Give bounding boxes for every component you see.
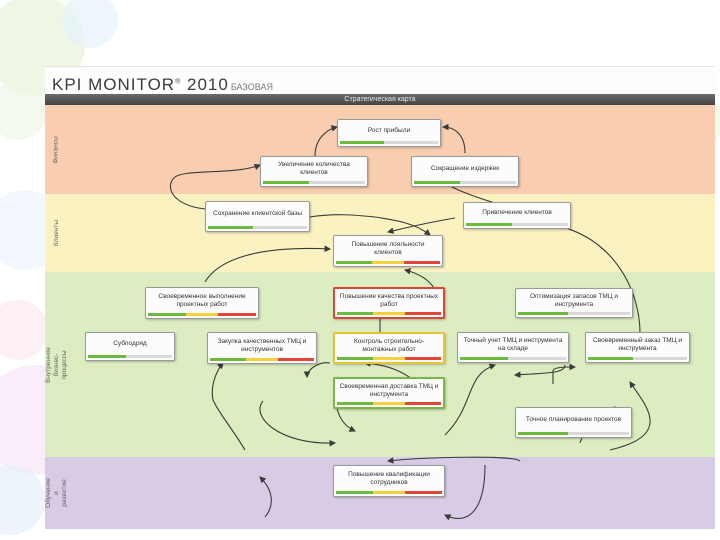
node-label: Рост прибыли	[367, 126, 411, 134]
node-zakupka-kachestvennyh[interactable]: Закупка качественных ТМЦ и инструментов	[207, 332, 317, 364]
kpi-segment-yellow	[373, 402, 405, 405]
node-svoevremenny-zakaz[interactable]: Своевременный заказ ТМЦ и инструмента	[585, 332, 690, 363]
node-label: Сохранение клиентской базы	[213, 210, 302, 217]
kpi-segment-green	[466, 223, 512, 226]
kpi-segment-green	[148, 313, 186, 316]
node-privlechenie-klientov[interactable]: Привлечение клиентов	[463, 202, 571, 229]
node-label: Привлечение клиентов	[482, 209, 552, 216]
node-label: Своевременный заказ ТМЦ и инструмента	[593, 337, 682, 352]
kpi-status-bar	[518, 312, 630, 315]
kpi-status-bar	[518, 432, 629, 435]
kpi-segment-green	[337, 312, 374, 315]
kpi-segment-red	[404, 491, 442, 494]
node-povyshenie-loyalnosti[interactable]: Повышение лояльности клиентов	[333, 235, 443, 267]
node-label: Сокращение издержек	[430, 165, 500, 172]
kpi-segment-green	[337, 402, 374, 405]
kpi-status-bar	[460, 357, 566, 360]
kpi-segment-green	[414, 181, 460, 184]
kpi-status-bar	[88, 355, 172, 358]
node-sohranenie-klientskoy-bazy[interactable]: Сохранение клиентской базы	[205, 201, 310, 232]
kpi-status-bar	[414, 181, 516, 184]
kpi-segment-yellow	[246, 358, 278, 361]
node-rost-pribyli[interactable]: Рост прибыли	[337, 119, 441, 147]
kpi-segment-green	[518, 432, 568, 435]
node-label: Увеличение количества клиентов	[278, 161, 350, 176]
kpi-segment-red	[404, 357, 441, 360]
node-label: Контроль строительно-монтажных работ	[354, 337, 424, 353]
kpi-status-bar	[208, 226, 307, 229]
kpi-status-bar	[588, 357, 687, 360]
node-povyshenie-kvalifikacii[interactable]: Повышение квалификации сотрудников	[333, 465, 445, 497]
node-sokraschenie-izderzhek[interactable]: Сокращение издержек	[411, 156, 519, 187]
kpi-segment-green	[263, 181, 309, 184]
node-optimizaciya-zapasov[interactable]: Оптимизация запасов ТМЦ и инструмента	[515, 288, 633, 318]
node-label: Своевременное выполнение проектных работ	[158, 292, 246, 308]
strategy-map-canvas: Финансы Клиенты Внутренние бизнес-процес…	[45, 105, 715, 529]
node-uvelichenie-klientov[interactable]: Увеличение количества клиентов	[260, 156, 368, 187]
node-label: Оптимизация запасов ТМЦ и инструмента	[529, 292, 619, 308]
kpi-status-bar	[263, 181, 365, 184]
kpi-segment-red	[218, 313, 256, 316]
kpi-segment-green	[340, 141, 385, 144]
node-label: Закупка качественных ТМЦ и инструментов	[217, 337, 307, 353]
node-label: Повышение квалификации сотрудников	[348, 470, 430, 486]
kpi-status-bar	[337, 402, 441, 405]
kpi-segment-green	[337, 357, 374, 360]
kpi-segment-yellow	[372, 261, 404, 264]
node-povyshenie-kachestva[interactable]: Повышение качества проектных работ	[333, 287, 445, 319]
node-label: Своевременная доставка ТМЦ и инструмента	[339, 382, 439, 398]
kpi-segment-red	[277, 358, 314, 361]
kpi-segment-yellow	[185, 313, 219, 316]
kpi-segment-yellow	[373, 312, 405, 315]
kpi-segment-red	[403, 261, 440, 264]
node-tochny-uchet[interactable]: Точный учет ТМЦ и инструмента на складе	[457, 332, 569, 363]
node-svoevremennoe-vypolnenie[interactable]: Своевременное выполнение проектных работ	[145, 287, 259, 319]
node-label: Повышение качества проектных работ	[339, 292, 439, 308]
node-label: Точный учет ТМЦ и инструмента на складе	[463, 337, 563, 352]
node-label: Точное планирование проектов	[525, 416, 622, 423]
kpi-segment-red	[404, 402, 441, 405]
kpi-segment-red	[404, 312, 441, 315]
kpi-status-bar	[337, 357, 441, 360]
edition-label: БАЗОВАЯ	[230, 82, 273, 92]
node-label: Субподряд	[113, 340, 147, 347]
strategy-map-tab[interactable]: Стратегическая карта	[45, 94, 715, 105]
kpi-segment-green	[208, 226, 253, 229]
kpi-segment-green	[336, 261, 373, 264]
kpi-segment-green	[460, 357, 508, 360]
kpi-status-bar	[337, 312, 441, 315]
kpi-segment-yellow	[373, 357, 405, 360]
kpi-status-bar	[336, 491, 442, 494]
kpi-status-bar	[148, 313, 256, 316]
node-kontrol-smr[interactable]: Контроль строительно-монтажных работ	[333, 332, 445, 364]
kpi-segment-green	[88, 355, 126, 358]
kpi-segment-green	[210, 358, 247, 361]
kpi-status-bar	[336, 261, 440, 264]
kpi-status-bar	[340, 141, 438, 144]
node-svoevremennaya-dostavka[interactable]: Своевременная доставка ТМЦ и инструмента	[333, 377, 445, 409]
kpi-segment-green	[518, 312, 569, 315]
kpi-segment-green	[336, 491, 374, 494]
kpi-status-bar	[466, 223, 568, 226]
node-subpodryad[interactable]: Субподряд	[85, 332, 175, 361]
node-tochnoe-planirovanie[interactable]: Точное планирование проектов	[515, 407, 632, 438]
kpi-status-bar	[210, 358, 314, 361]
node-label: Повышение лояльности клиентов	[351, 240, 425, 256]
kpi-segment-yellow	[373, 491, 405, 494]
kpi-segment-green	[588, 357, 633, 360]
